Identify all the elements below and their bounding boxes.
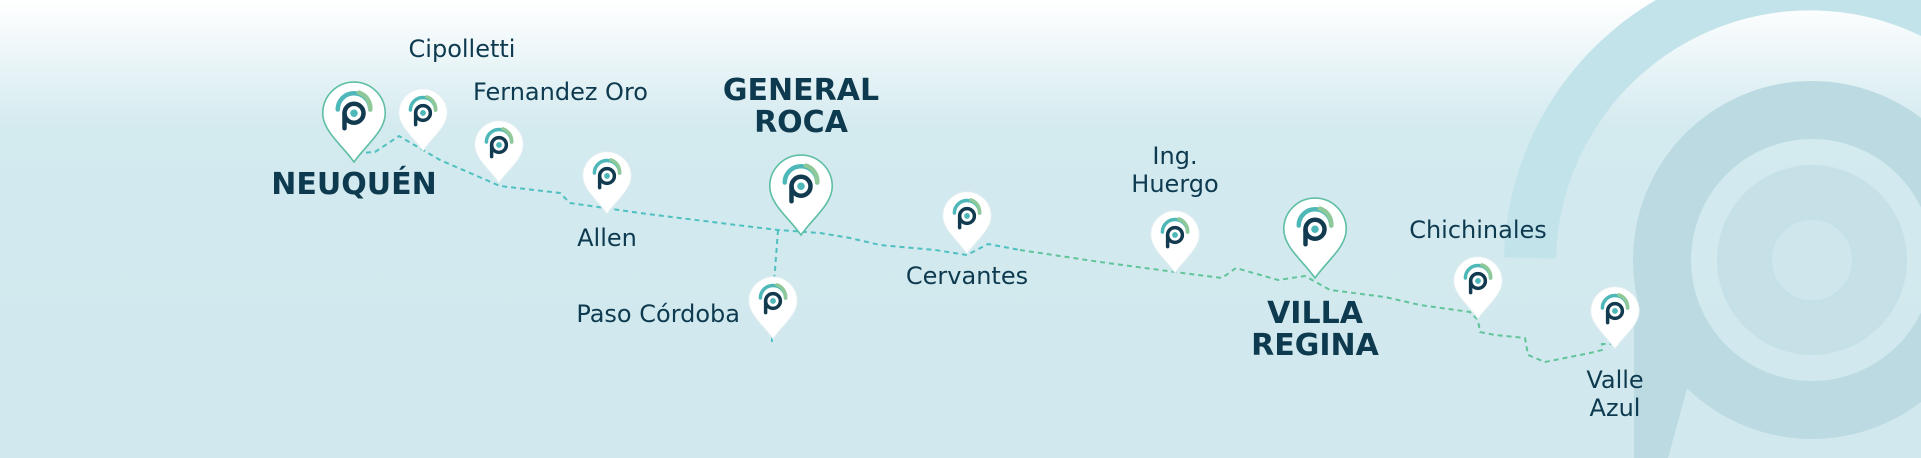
map-pin-general-roca[interactable] <box>768 154 834 237</box>
stop-label-line: Paso Córdoba <box>576 300 740 328</box>
map-pin-allen[interactable] <box>582 151 632 215</box>
stop-label-line: Cervantes <box>906 262 1028 290</box>
stop-label-line: Azul <box>1590 394 1641 422</box>
map-pin-chichinales[interactable] <box>1453 256 1503 320</box>
map-pin-villa-regina[interactable] <box>1282 197 1348 280</box>
stop-label-line: NEUQUÉN <box>271 166 436 202</box>
map-pin-neuquen[interactable] <box>321 81 387 164</box>
stop-label-fernandez-oro: Fernandez Oro <box>473 78 648 106</box>
stop-label-line: GENERAL <box>723 73 879 108</box>
stop-label-line: Cipolletti <box>409 35 516 63</box>
map-pin-ing-huergo[interactable] <box>1150 210 1200 274</box>
route-segment-cervantes-valle-azul <box>1019 249 1615 364</box>
stop-label-allen: Allen <box>577 224 637 252</box>
stop-label-line: VILLA <box>1267 296 1364 331</box>
map-pin-cervantes[interactable] <box>942 191 992 255</box>
stop-label-line: Ing. <box>1152 142 1197 170</box>
stop-label-line: Chichinales <box>1409 216 1547 244</box>
stop-label-neuquen: NEUQUÉN <box>271 166 436 202</box>
map-pin-paso-cordoba[interactable] <box>748 276 798 340</box>
stop-label-cipolletti: Cipolletti <box>409 35 516 63</box>
stop-pins <box>321 81 1640 350</box>
stop-label-line: ROCA <box>754 105 849 140</box>
brand-watermark-icon <box>1504 0 1921 458</box>
stop-label-line: Fernandez Oro <box>473 78 648 106</box>
map-pin-valle-azul[interactable] <box>1590 286 1640 350</box>
stop-label-line: Huergo <box>1131 170 1218 198</box>
stop-label-line: REGINA <box>1251 328 1379 363</box>
stop-label-ing-huergo: Ing.Huergo <box>1131 142 1218 198</box>
stop-label-chichinales: Chichinales <box>1409 216 1547 244</box>
stop-label-line: Allen <box>577 224 637 252</box>
map-pin-cipolletti[interactable] <box>398 88 448 152</box>
stop-label-paso-cordoba: Paso Córdoba <box>576 300 740 328</box>
route-segment-neuquen-cervantes <box>347 134 1021 257</box>
map-pin-fernandez-oro[interactable] <box>474 120 524 184</box>
stop-label-line: Valle <box>1586 366 1643 394</box>
stop-label-cervantes: Cervantes <box>906 262 1028 290</box>
